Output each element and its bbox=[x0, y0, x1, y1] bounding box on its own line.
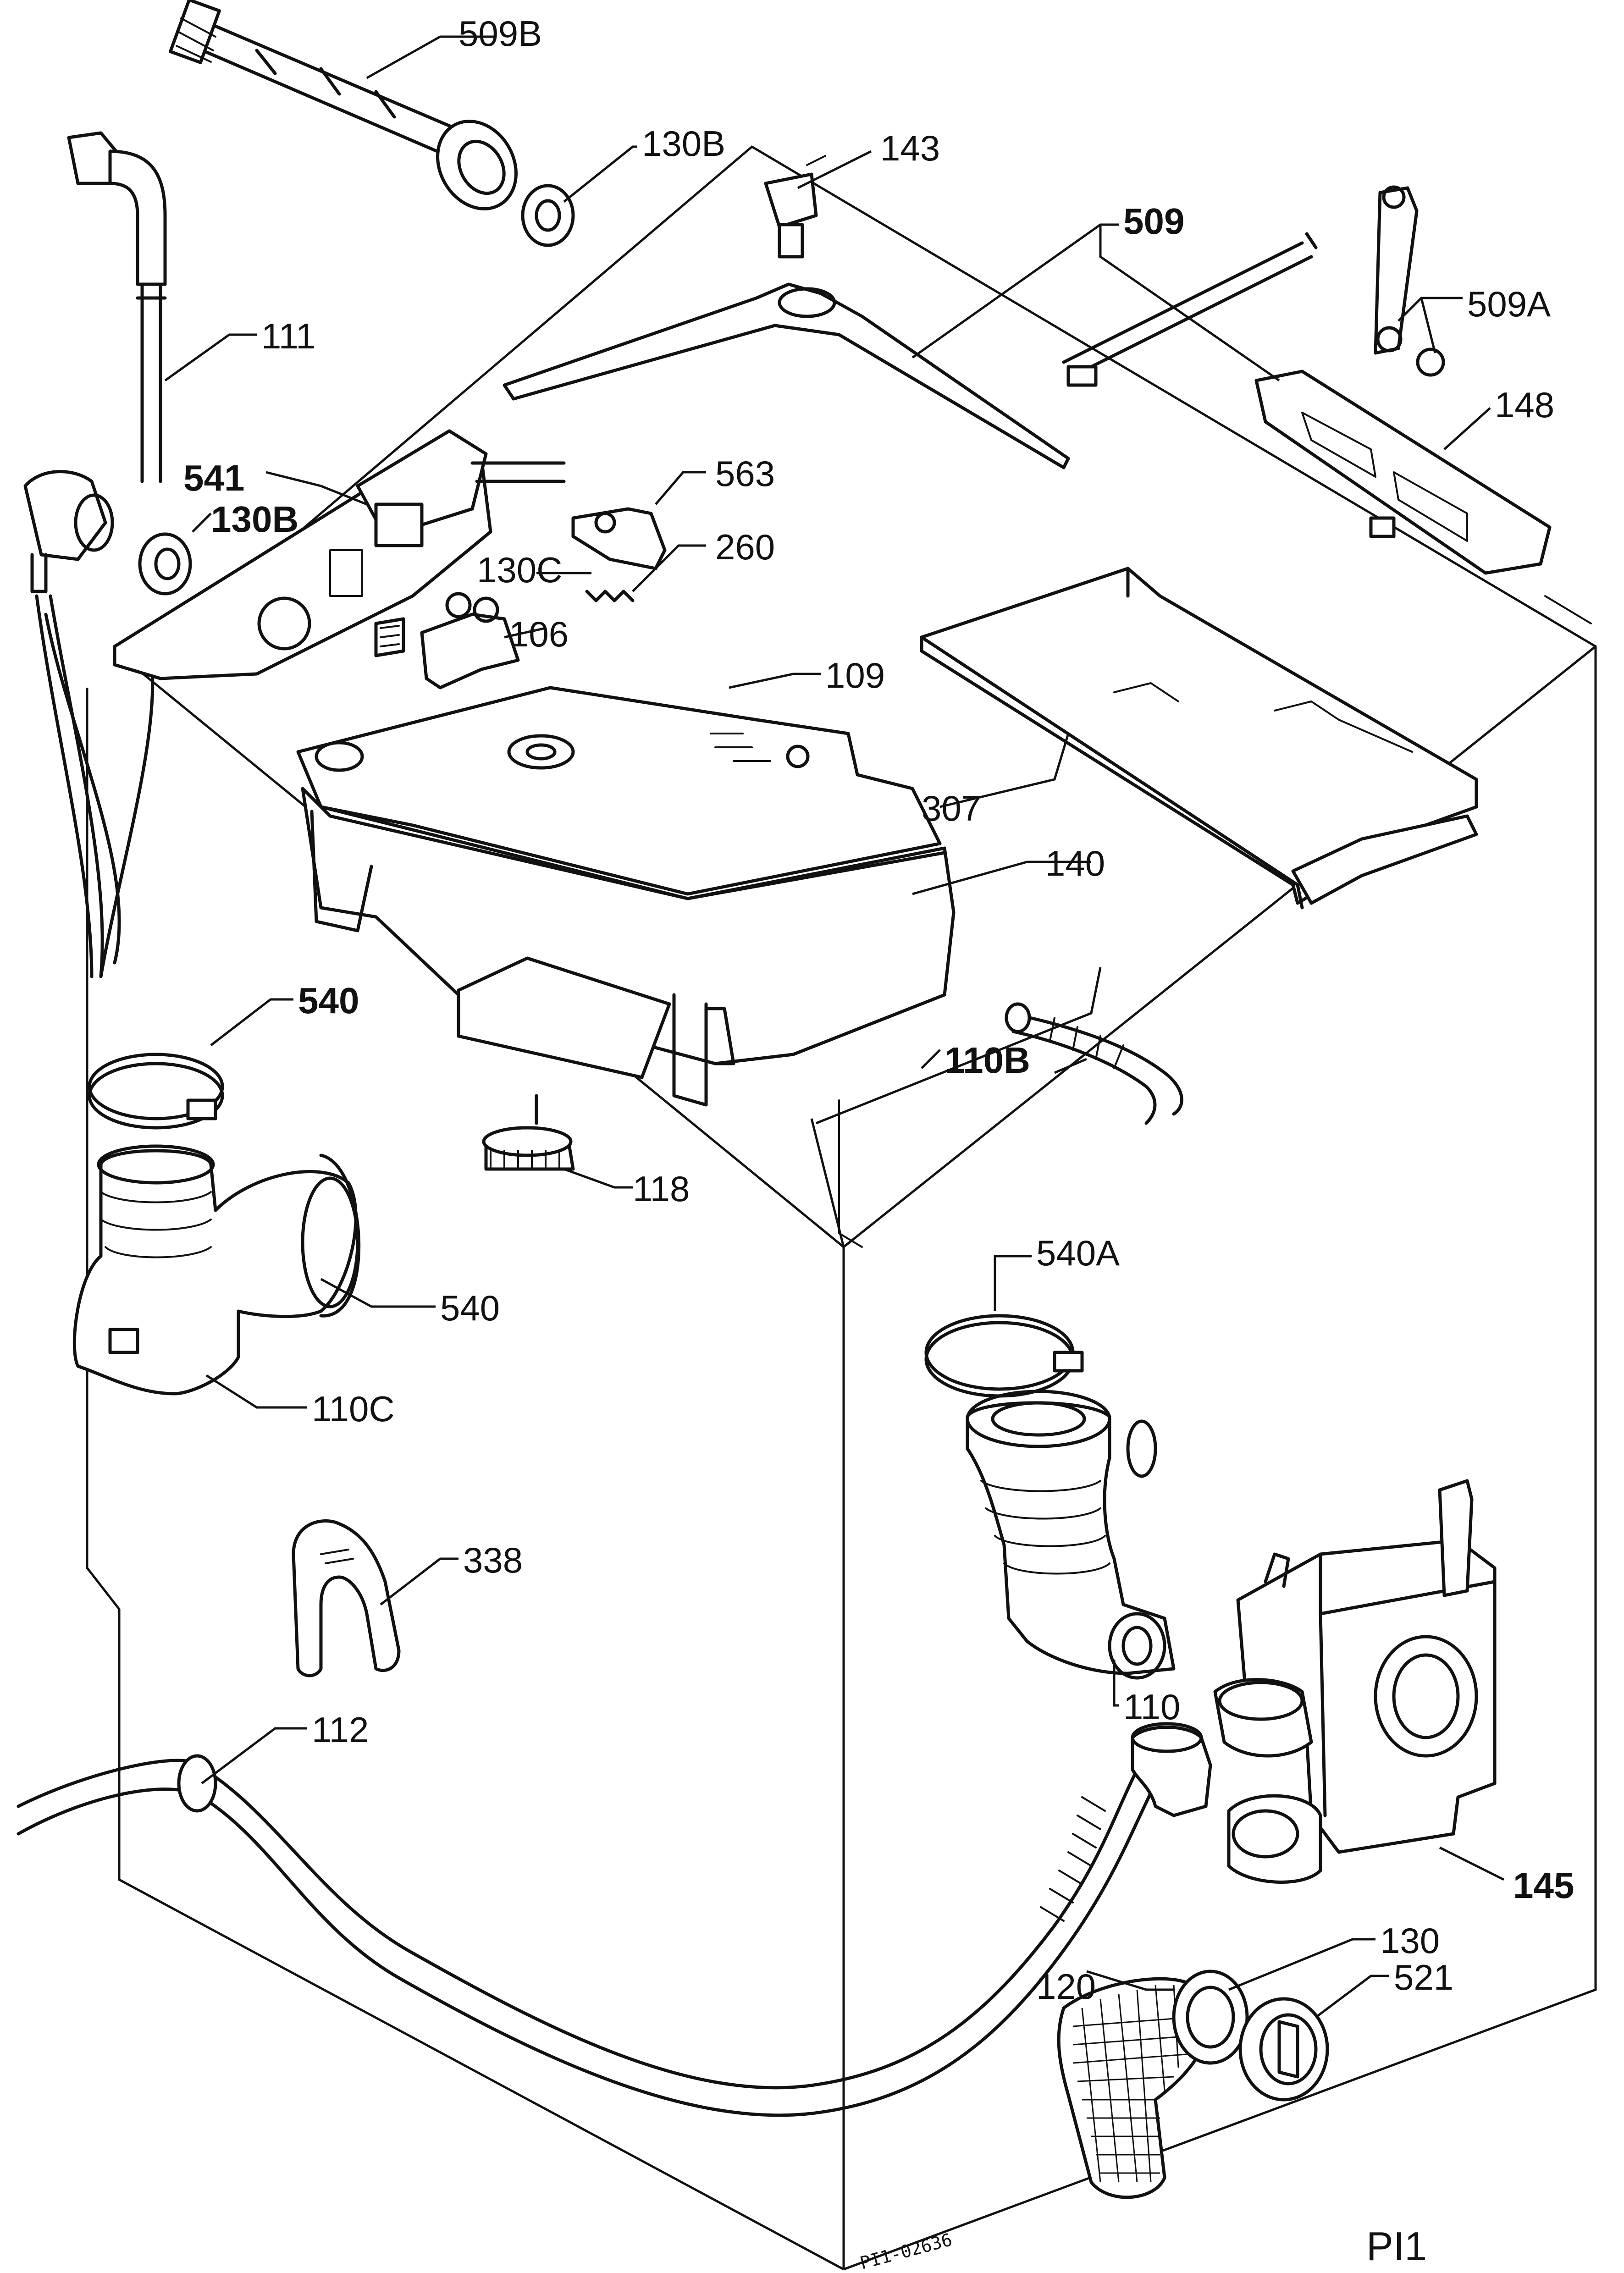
part-260-spring bbox=[585, 590, 635, 602]
label-540a: 540A bbox=[1036, 1233, 1120, 1273]
part-112-drain-hose bbox=[17, 1722, 1212, 2117]
part-509b-inlet-hose bbox=[169, 0, 518, 210]
drawing-code: PI1-02636 bbox=[858, 2229, 954, 2273]
part-143-knob bbox=[764, 172, 818, 259]
label-563: 563 bbox=[715, 453, 775, 494]
page-code: PI1 bbox=[1366, 2223, 1427, 2269]
label-112: 112 bbox=[312, 1710, 369, 1750]
label-120: 120 bbox=[1036, 1966, 1096, 2007]
leader-lines bbox=[164, 35, 1505, 2018]
part-120-filter bbox=[1057, 1977, 1212, 2199]
label-140: 140 bbox=[1045, 843, 1105, 883]
part-labels: 509B 130B 143 509 509A 111 541 130B 563 … bbox=[183, 13, 1574, 2007]
part-130c-grommet bbox=[374, 617, 405, 657]
label-307: 307 bbox=[922, 788, 981, 828]
part-521-filter-cap bbox=[1238, 1997, 1329, 2102]
label-509: 509 bbox=[1123, 201, 1184, 242]
part-145-pump-housing bbox=[1213, 1479, 1497, 1884]
part-148-drawer-handle bbox=[1254, 370, 1552, 575]
label-130: 130 bbox=[1380, 1920, 1440, 1961]
part-110-elbow-hose bbox=[966, 1390, 1176, 1680]
label-111: 111 bbox=[261, 316, 316, 356]
label-540: 540 bbox=[440, 1288, 500, 1328]
label-118: 118 bbox=[633, 1169, 690, 1209]
label-109: 109 bbox=[825, 655, 885, 695]
label-541: 541 bbox=[183, 458, 244, 498]
label-509a: 509A bbox=[1467, 284, 1551, 324]
part-541-valve-bracket bbox=[113, 429, 566, 680]
part-130b-nut bbox=[138, 532, 192, 596]
label-145: 145 bbox=[1513, 1865, 1574, 1906]
part-130b-top-nut bbox=[521, 184, 575, 247]
part-563-cam-plate bbox=[571, 507, 667, 570]
part-509a-small-lever bbox=[1374, 185, 1445, 377]
part-118-gear bbox=[482, 1094, 575, 1171]
part-109-dispenser-cover bbox=[296, 686, 942, 896]
part-106-clip bbox=[420, 592, 520, 690]
part-110c-sump-hose bbox=[72, 1144, 361, 1396]
part-540-top-clamp bbox=[88, 1053, 224, 1130]
label-110c: 110C bbox=[312, 1389, 395, 1429]
label-521: 521 bbox=[1394, 1957, 1453, 1997]
part-130-seal bbox=[1172, 1970, 1249, 2065]
label-148: 148 bbox=[1495, 385, 1554, 425]
part-540a-clamp bbox=[924, 1314, 1084, 1398]
label-130c: 130C bbox=[477, 550, 562, 590]
label-338: 338 bbox=[463, 1540, 523, 1580]
part-110b-small-hose bbox=[1005, 1002, 1183, 1125]
part-307-drawer bbox=[920, 567, 1478, 910]
label-509b: 509B bbox=[458, 13, 542, 54]
label-110: 110 bbox=[1123, 1687, 1180, 1727]
label-106: 106 bbox=[509, 614, 569, 654]
label-110b: 110B bbox=[945, 1040, 1030, 1081]
part-509-lever-arm bbox=[503, 232, 1318, 469]
part-140-dispenser-housing bbox=[301, 741, 956, 1107]
label-130b-top: 130B bbox=[642, 123, 725, 164]
part-111-inlet-hose bbox=[23, 131, 167, 978]
label-540-top: 540 bbox=[298, 980, 359, 1021]
part-338-hose-guide bbox=[292, 1519, 401, 1677]
label-130b: 130B bbox=[211, 499, 298, 540]
label-143: 143 bbox=[880, 128, 940, 168]
label-260: 260 bbox=[715, 527, 775, 567]
